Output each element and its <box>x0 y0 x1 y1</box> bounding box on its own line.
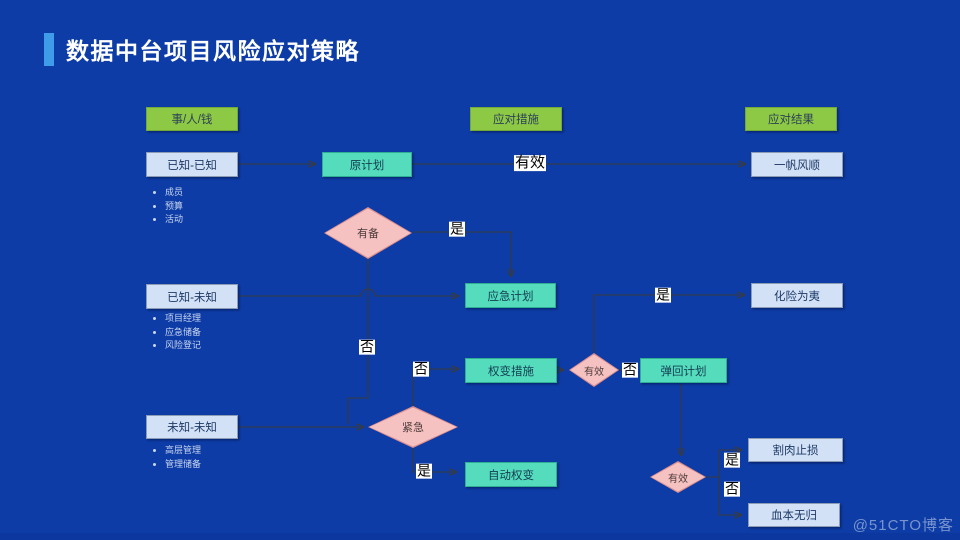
column-header-measures: 应对措施 <box>470 107 562 131</box>
page-title: 数据中台项目风险应对策略 <box>66 38 360 64</box>
node-total-loss: 血本无归 <box>748 503 840 527</box>
node-known-known: 已知-已知 <box>146 152 238 177</box>
bullet-item: 高层管理 <box>165 444 201 458</box>
column-header-results: 应对结果 <box>745 107 837 131</box>
bullet-item: 管理储备 <box>165 458 201 472</box>
decision-urgent-label: 紧急 <box>402 422 424 434</box>
bullet-item: 应急储备 <box>165 326 201 340</box>
bullet-item: 成员 <box>165 186 183 200</box>
node-contingency-plan: 应急计划 <box>465 283 556 308</box>
decision-prepared-label: 有备 <box>357 228 379 240</box>
node-original-plan: 原计划 <box>322 152 412 177</box>
decision-effective-mid: 有效 <box>569 353 619 387</box>
decision-urgent: 紧急 <box>368 406 458 448</box>
column-header-inputs: 事/人/钱 <box>146 107 238 131</box>
watermark: @51CTO博客 <box>852 517 954 534</box>
bullet-list-known-unknown: 项目经理 应急储备 风险登记 <box>150 312 201 353</box>
node-smooth-sailing: 一帆风顺 <box>751 152 843 177</box>
edge-effective-yes-averted <box>593 295 744 353</box>
edge-label-contingency-effective-yes: 是 <box>655 286 671 303</box>
bullet-item: 活动 <box>165 213 183 227</box>
edge-label-workaround-effective-no: 否 <box>622 361 638 378</box>
bullet-list-known-known: 成员 预算 活动 <box>150 186 183 227</box>
node-fallback-plan: 弹回计划 <box>640 358 727 383</box>
decision-prepared: 有备 <box>324 207 412 259</box>
edge-label-prepared-no: 否 <box>359 338 375 355</box>
edge-knownunknown-contingency <box>238 288 458 296</box>
edge-label-plan-effective: 有效 <box>513 154 547 172</box>
title-accent-bar <box>44 32 54 66</box>
edge-label-final-effective-yes: 是 <box>724 451 740 468</box>
edge-effectivefinal-no-totalloss <box>718 477 741 515</box>
title-bar: 数据中台项目风险应对策略 <box>44 32 360 66</box>
node-risk-averted: 化险为夷 <box>751 283 843 308</box>
decision-effective-final-label: 有效 <box>668 473 688 485</box>
edge-label-urgent-no: 否 <box>413 360 429 377</box>
edge-label-prepared-yes: 是 <box>449 220 465 237</box>
decision-effective-mid-label: 有效 <box>584 366 604 378</box>
node-auto-contingency: 自动权变 <box>465 462 557 487</box>
edge-effectivefinal-yes-cutlosses <box>706 450 741 478</box>
node-workaround-measures: 权变措施 <box>465 358 557 383</box>
decision-effective-final: 有效 <box>650 461 706 493</box>
bullet-item: 项目经理 <box>165 312 201 326</box>
node-unknown-unknown: 未知-未知 <box>146 415 238 439</box>
bottom-strip <box>0 533 960 540</box>
bullet-item: 预算 <box>165 200 183 214</box>
edge-prepared-no-down <box>347 258 369 424</box>
bullet-list-unknown-unknown: 高层管理 管理储备 <box>150 444 201 471</box>
edge-label-urgent-yes: 是 <box>416 462 432 479</box>
edge-prepared-yes-contingency <box>413 231 511 276</box>
bullet-item: 风险登记 <box>165 339 201 353</box>
edge-label-final-effective-no: 否 <box>724 480 740 497</box>
edge-urgent-yes-auto <box>412 448 456 472</box>
node-known-unknown: 已知-未知 <box>146 284 238 309</box>
node-cut-losses: 割肉止损 <box>748 438 843 462</box>
